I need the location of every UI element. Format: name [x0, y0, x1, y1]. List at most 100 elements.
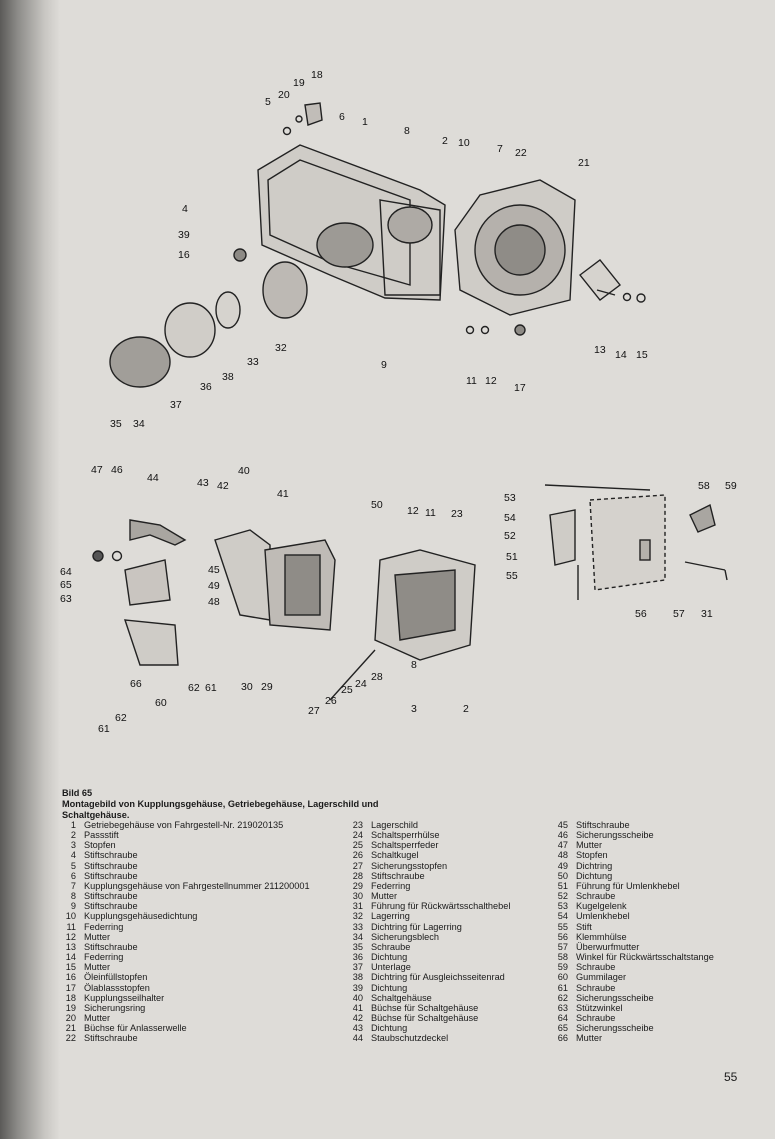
- legend-item-text: Passstift: [84, 830, 119, 841]
- legend-item-number: 5: [70, 860, 76, 871]
- callout-number: 56: [635, 608, 647, 620]
- exploded-assembly-diagram: 18 19 20 5 6 1 8 2 10 7 22 21 4 39 16 9 …: [60, 69, 737, 735]
- transmission-housing: [257, 144, 446, 301]
- legend-item-number: 59: [557, 962, 568, 973]
- callout-number: 57: [673, 608, 685, 620]
- legend-item-number: 43: [352, 1023, 363, 1034]
- callout-number: 47: [91, 464, 103, 476]
- legend-item-text: Kupplungsgehäuse von Fahrgestellnummer 2…: [84, 880, 310, 891]
- callout-number: 38: [222, 371, 234, 383]
- legend-item-number: 36: [352, 952, 363, 963]
- callout-number: 4: [182, 203, 188, 215]
- diagram-drawing: [92, 102, 728, 701]
- legend-item-number: 25: [352, 840, 363, 851]
- callout-number: 54: [504, 512, 516, 524]
- legend-item-number: 26: [352, 850, 363, 861]
- legend-item-number: 18: [65, 992, 76, 1003]
- legend-item-number: 23: [352, 820, 363, 830]
- legend-item-number: 61: [557, 982, 568, 993]
- legend-item-number: 49: [557, 860, 568, 871]
- legend-item-text: Stützwinkel: [576, 1002, 623, 1013]
- callout-number: 62: [115, 712, 127, 724]
- legend-item-number: 45: [557, 820, 568, 830]
- legend-item: 61 Schraube: [550, 983, 714, 993]
- legend-item-number: 34: [352, 931, 363, 942]
- callout-number: 19: [293, 77, 305, 89]
- legend-item-text: Stiftschraube: [84, 850, 138, 861]
- callout-number: 16: [178, 249, 190, 261]
- legend-item-number: 29: [352, 880, 363, 891]
- shift-linkage: [544, 484, 728, 600]
- legend-item-number: 9: [70, 901, 76, 912]
- legend-item-number: 52: [557, 891, 568, 902]
- callout-number: 37: [170, 399, 182, 411]
- legend-item: 34 Sicherungsblech: [345, 932, 510, 942]
- callout-number: 35: [110, 418, 122, 430]
- callout-number: 17: [514, 382, 526, 394]
- legend-item-text: Überwurfmutter: [576, 941, 640, 952]
- callout-number: 27: [308, 705, 320, 717]
- legend-item-text: Federring: [84, 952, 124, 963]
- legend-item-text: Mutter: [84, 931, 111, 942]
- legend-item-text: Schraube: [576, 1012, 616, 1023]
- legend-item-text: Sicherungsblech: [371, 931, 439, 942]
- legend-item-number: 19: [65, 1002, 76, 1013]
- callout-number: 32: [275, 342, 287, 354]
- callout-number: 28: [371, 671, 383, 683]
- legend-item-number: 51: [557, 880, 568, 891]
- legend-item-text: Mutter: [84, 1012, 111, 1023]
- legend-item-number: 8: [70, 891, 76, 902]
- legend-item-text: Stiftschraube: [84, 1033, 138, 1044]
- callout-number: 63: [60, 593, 72, 605]
- legend-item-number: 27: [352, 860, 363, 871]
- legend-item-text: Stiftschraube: [84, 891, 138, 902]
- legend-item-number: 6: [70, 870, 76, 881]
- callout-number: 11: [466, 375, 477, 387]
- callout-number: 58: [698, 480, 710, 492]
- legend-item-text: Dichtung: [576, 870, 613, 881]
- legend-item-text: Stiftschraube: [84, 870, 138, 881]
- legend-item-text: Schaltsperrhülse: [371, 830, 440, 841]
- legend-item-number: 46: [557, 830, 568, 841]
- callout-number: 5: [265, 96, 271, 108]
- callout-number: 23: [451, 508, 463, 520]
- legend-item-number: 39: [352, 982, 363, 993]
- bearing-parts: [109, 102, 646, 388]
- legend-item-text: Sicherungsscheibe: [576, 1023, 654, 1034]
- legend-item-text: Führung für Rückwärtsschalthebel: [371, 901, 511, 912]
- figure-title: Montagebild von Kupplungsgehäuse, Getrie…: [62, 799, 379, 820]
- page-number: 55: [724, 1070, 738, 1084]
- legend-item-number: 3: [70, 840, 76, 851]
- legend-item-text: Mutter: [576, 840, 603, 851]
- legend-item-text: Winkel für Rückwärtsschaltstange: [576, 952, 714, 963]
- legend-item-number: 66: [557, 1033, 568, 1044]
- callout-number: 61: [205, 682, 217, 694]
- callout-number: 2: [463, 703, 469, 715]
- figure-label: Bild 65: [62, 788, 93, 798]
- legend-item-text: Schraube: [576, 982, 616, 993]
- callout-number: 18: [311, 69, 323, 81]
- shift-housing: [92, 519, 336, 666]
- callout-number: 30: [241, 681, 253, 693]
